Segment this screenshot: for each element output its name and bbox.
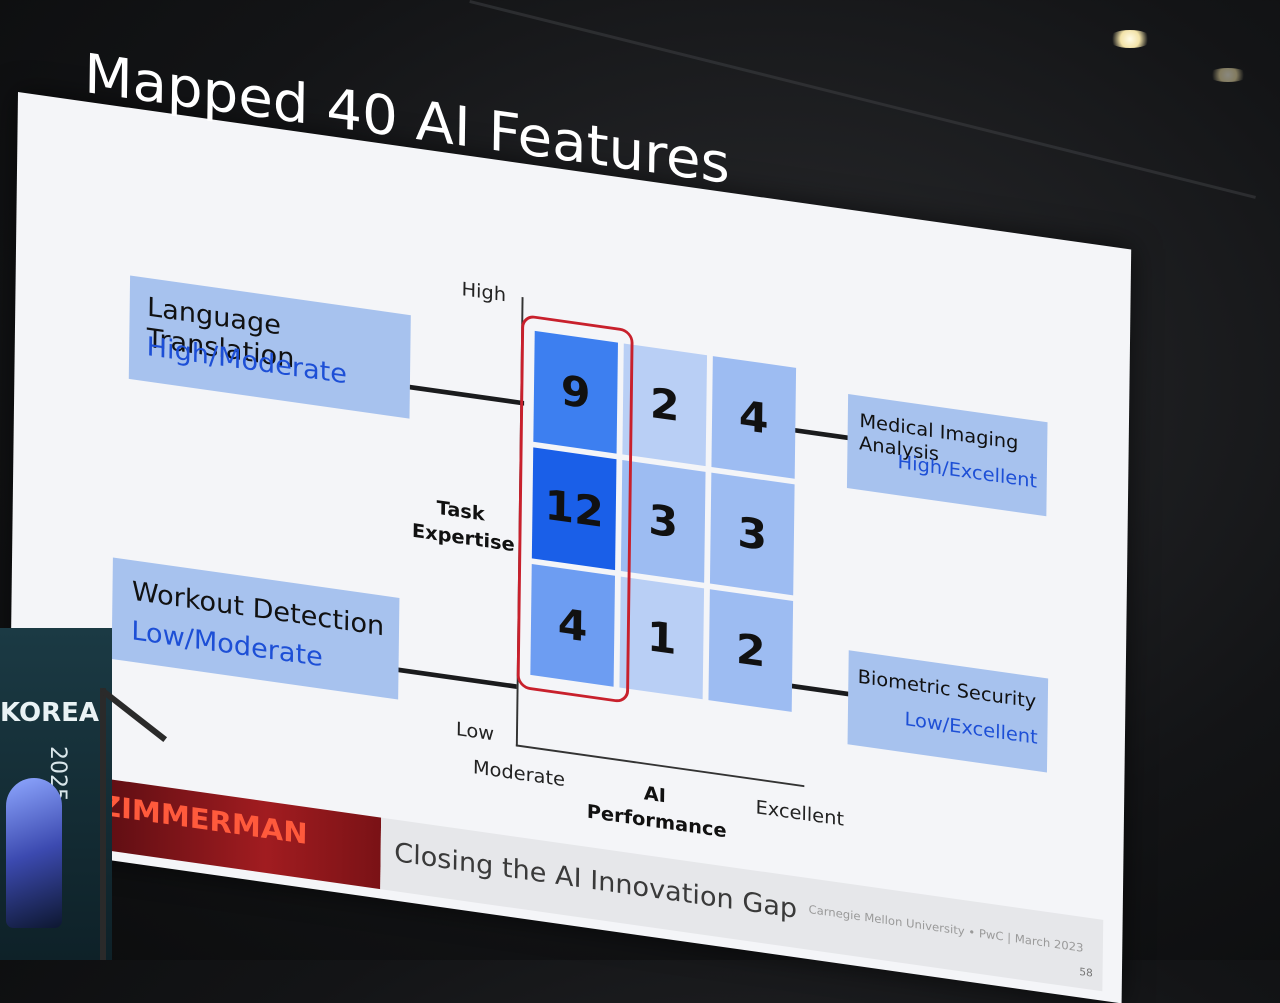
matrix-cell-high-mid: 2: [622, 343, 708, 467]
microphone-stand: [100, 688, 106, 960]
slide-footer: Closing the AI Innovation Gap Carnegie M…: [380, 817, 1104, 992]
x-axis-moderate-label: Moderate: [472, 755, 566, 791]
podium-signage: KOREA 2025: [0, 628, 112, 960]
ceiling-light-small: [1208, 68, 1248, 82]
callout-workout-detection: Workout Detection Low/Moderate: [111, 557, 400, 700]
ceiling-light: [1108, 30, 1152, 48]
slide-title: Mapped 40 AI Features: [83, 41, 731, 197]
x-axis-excellent-label: Excellent: [755, 795, 845, 831]
podium-artwork: [6, 778, 62, 928]
talk-title: Closing the AI Innovation Gap: [394, 836, 798, 925]
moderate-column-highlight: [516, 313, 634, 704]
connector-line: [791, 427, 848, 441]
matrix-cell-low-excellent: 2: [708, 589, 794, 712]
event-name: KOREA: [0, 698, 99, 728]
slide-credit: Carnegie Mellon University • PwC | March…: [808, 902, 1084, 955]
slide-page-number: 58: [1079, 965, 1093, 980]
callout-rating: Low/Excellent: [904, 707, 1038, 749]
matrix-cell-mid-excellent: 3: [709, 472, 795, 596]
x-axis-title: AI Performance: [586, 781, 727, 843]
matrix-cell-mid-mid: 3: [620, 460, 706, 583]
y-axis-high-label: High: [461, 277, 507, 307]
matrix-cell-high-excellent: 4: [711, 356, 797, 479]
connector-line: [409, 384, 525, 406]
callout-language-translation: Language Translation High/Moderate: [128, 275, 411, 419]
callout-medical-imaging: Medical Imaging Analysis High/Excellent: [846, 394, 1048, 517]
y-axis-title: Task Expertise: [412, 491, 515, 557]
speaker-banner: ZIMMERMAN: [93, 777, 382, 890]
connector-line: [398, 667, 517, 689]
y-axis-low-label: Low: [455, 717, 495, 746]
callout-biometric-security: Biometric Security Low/Excellent: [847, 650, 1049, 773]
speaker-name: ZIMMERMAN: [99, 789, 308, 852]
projected-slide: Mapped 40 AI Features Language Translati…: [8, 41, 1132, 1003]
callout-name: Biometric Security: [857, 664, 1037, 713]
matrix-cell-low-mid: 1: [619, 576, 705, 700]
connector-line: [790, 683, 849, 697]
